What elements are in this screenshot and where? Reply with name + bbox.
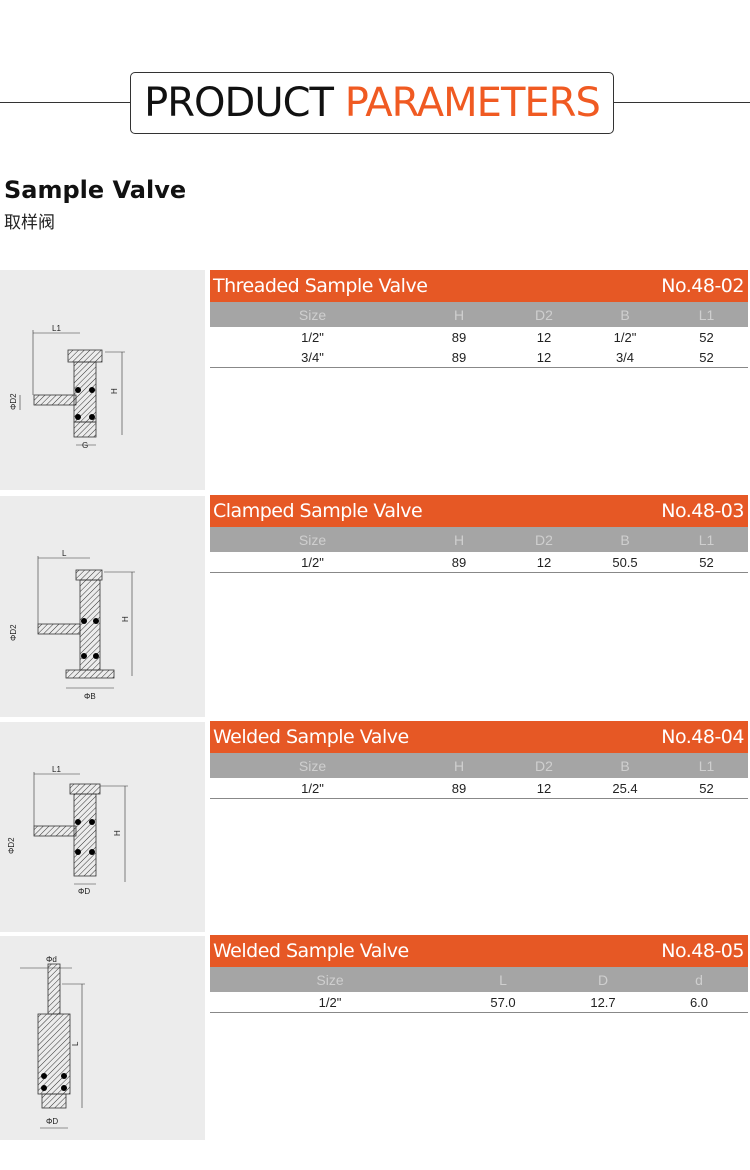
col: L1	[698, 757, 715, 774]
col: H	[453, 531, 465, 548]
col: B	[620, 757, 630, 774]
table-rule	[210, 367, 748, 368]
col: B	[620, 306, 630, 323]
product-name: Clamped Sample Valve	[213, 500, 423, 522]
drawing-48-04: L1 ΦD2 H ΦD	[0, 722, 205, 932]
drawing-48-05: Φd L ΦD	[0, 936, 205, 1140]
dim-label: ΦD2	[9, 393, 18, 410]
cell: 12	[536, 349, 552, 365]
cell: 1/2"	[613, 329, 637, 345]
cell: 12.7	[590, 994, 616, 1010]
cell: 3/4"	[301, 349, 324, 365]
dim-label: L	[71, 1041, 80, 1046]
dim-label: H	[110, 388, 119, 394]
col: d	[695, 971, 703, 988]
cell: 89	[451, 554, 467, 570]
cell: 3/4	[615, 349, 635, 365]
title-word-2: PARAMETERS	[344, 80, 601, 126]
drawing-48-02: L1 ΦD2 H G	[0, 270, 205, 490]
table-rule	[210, 1012, 748, 1013]
col: L1	[698, 306, 715, 323]
table-row: 1/2" 57.0 12.7 6.0	[210, 992, 748, 1012]
cell: 1/2"	[301, 780, 324, 796]
dim-label: L1	[52, 765, 61, 774]
table-header: Welded Sample Valve No.48-05	[210, 935, 748, 967]
dim-label: L	[62, 549, 67, 558]
col: L1	[698, 531, 715, 548]
product-name: Welded Sample Valve	[213, 726, 409, 748]
table-row: 1/2" 89 12 1/2" 52	[210, 327, 748, 347]
cell: 1/2"	[318, 994, 342, 1010]
spec-table-48-04: Welded Sample Valve No.48-04 Size H D2 B L1 1…	[210, 721, 748, 799]
table-row: 1/2" 89 12 50.5 52	[210, 552, 748, 572]
col: Size	[298, 531, 327, 548]
col: H	[453, 306, 465, 323]
cell: 52	[699, 554, 714, 570]
dim-label: ΦD2	[9, 624, 18, 641]
dim-label: ΦD2	[7, 837, 16, 854]
cell: 6.0	[689, 994, 709, 1010]
product-code: No.48-05	[661, 940, 744, 962]
cell: 57.0	[490, 994, 516, 1010]
col: D	[597, 971, 609, 988]
table-header: Welded Sample Valve No.48-04	[210, 721, 748, 753]
table-row: 3/4" 89 12 3/4 52	[210, 347, 748, 367]
cell: 12	[536, 329, 552, 345]
cell: 1/2"	[301, 329, 324, 345]
col: Size	[298, 757, 327, 774]
dim-label: ΦD	[46, 1117, 58, 1126]
table-header: Clamped Sample Valve No.48-03	[210, 495, 748, 527]
section-title: Sample Valve	[4, 176, 187, 204]
cell: 52	[699, 349, 714, 365]
product-name: Welded Sample Valve	[213, 940, 409, 962]
col: L	[499, 971, 507, 988]
col: Size	[298, 306, 327, 323]
table-rule	[210, 572, 748, 573]
title-rule-right	[614, 102, 750, 103]
cell: 25.4	[612, 780, 638, 796]
table-rule	[210, 798, 748, 799]
cell: 12	[536, 554, 552, 570]
cell: 89	[451, 349, 467, 365]
cell: 89	[451, 329, 467, 345]
cell: 50.5	[612, 554, 638, 570]
column-headers: Size H D2 B L1	[210, 527, 748, 552]
dim-label: ΦB	[84, 692, 96, 701]
product-code: No.48-04	[661, 726, 744, 748]
cell: 52	[699, 329, 714, 345]
dim-label: H	[121, 616, 130, 622]
column-headers: Size H D2 B L1	[210, 302, 748, 327]
drawing-48-03: L ΦD2 H ΦB	[0, 496, 205, 717]
dim-label: L1	[52, 324, 61, 333]
table-header: Threaded Sample Valve No.48-02	[210, 270, 748, 302]
product-code: No.48-03	[661, 500, 744, 522]
dim-label: Φd	[46, 955, 57, 964]
dim-label: ΦD	[78, 887, 90, 896]
dim-label: H	[113, 830, 122, 836]
cell: 1/2"	[301, 554, 324, 570]
title-rule-left	[0, 102, 130, 103]
column-headers: Size H D2 B L1	[210, 753, 748, 778]
col: D2	[535, 306, 553, 323]
cell: 89	[451, 780, 467, 796]
dim-label: G	[82, 441, 88, 450]
title-word-1: PRODUCT	[144, 80, 334, 126]
cell: 12	[536, 780, 552, 796]
page-title: PRODUCT PARAMETERS	[130, 72, 614, 134]
col: D2	[535, 531, 553, 548]
spec-table-48-02: Threaded Sample Valve No.48-02 Size H D2 B L1…	[210, 270, 748, 368]
col: Size	[316, 971, 344, 988]
product-name: Threaded Sample Valve	[213, 275, 428, 297]
section-subtitle: 取样阀	[4, 213, 55, 232]
cell: 52	[699, 780, 714, 796]
table-row: 1/2" 89 12 25.4 52	[210, 778, 748, 798]
col: B	[620, 531, 630, 548]
col: H	[453, 757, 465, 774]
col: D2	[535, 757, 553, 774]
product-code: No.48-02	[661, 275, 744, 297]
